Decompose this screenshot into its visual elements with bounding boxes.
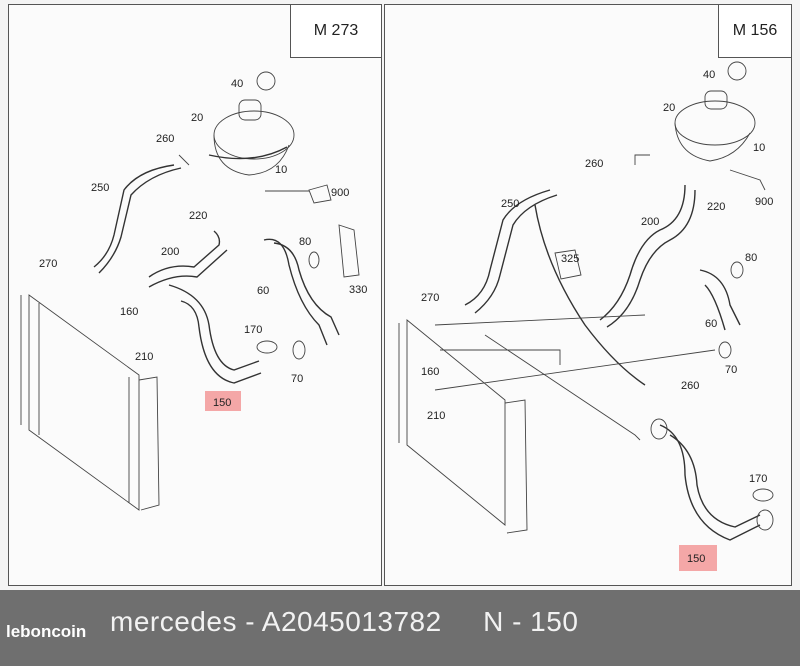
callout-200: 200 [161,246,179,258]
panel-m156: M 156 [384,4,792,586]
hose-200 [148,230,221,278]
callout-210: 210 [135,351,153,363]
callout-325: 325 [561,253,579,265]
callout-220: 220 [189,210,207,222]
hose-150 [168,284,260,371]
callout-250: 250 [91,182,109,194]
callout-170: 170 [749,473,767,485]
callout-60: 60 [257,285,269,297]
callout-160: 160 [421,366,439,378]
callout-260-lower: 260 [681,380,699,392]
callout-260: 260 [156,133,174,145]
highlight-box-150 [679,545,717,571]
diagram-m273-drawing: 40 20 260 10 250 900 220 80 270 200 330 … [20,71,367,511]
callout-150-highlighted: 150 [213,397,231,409]
callout-70: 70 [291,373,303,385]
callout-200: 200 [641,216,659,228]
radiator [20,294,160,511]
diagram-m156-drawing: 40 20 10 260 900 250 220 200 325 80 270 … [398,61,774,571]
callout-150-highlighted: 150 [687,553,705,565]
callout-330: 330 [349,284,367,296]
radiator [398,319,528,534]
callout-20: 20 [191,112,203,124]
parts-diagram: M 273 [0,0,800,590]
callout-900: 900 [755,196,773,208]
expansion-tank [208,71,295,176]
callout-270: 270 [421,292,439,304]
callout-40: 40 [231,78,243,90]
callout-900: 900 [331,187,349,199]
hose-60 [699,269,741,326]
callout-210: 210 [427,410,445,422]
callout-160: 160 [120,306,138,318]
callout-40: 40 [703,69,715,81]
hose-150 [659,424,761,541]
hose-250 [93,164,175,268]
brand-watermark: leboncoin [6,622,87,641]
callout-270: 270 [39,258,57,270]
callout-250: 250 [501,198,519,210]
hose-250 [464,189,551,306]
hose-200 [599,184,686,321]
callout-10: 10 [753,142,765,154]
callout-80: 80 [299,236,311,248]
hose-60 [263,238,328,346]
callout-170: 170 [244,324,262,336]
callout-260: 260 [585,158,603,170]
caption-bar: leboncoin mercedes - A2045013782 N - 150 [0,590,800,666]
expansion-tank [674,61,756,162]
callout-70: 70 [725,364,737,376]
callout-80: 80 [745,252,757,264]
panel-m273: M 273 [8,4,382,586]
model-label-m156: M 156 [718,5,791,58]
callout-60: 60 [705,318,717,330]
callout-10: 10 [275,164,287,176]
highlight-box-150 [205,391,241,411]
model-label-m273: M 273 [290,5,381,58]
part-caption: mercedes - A2045013782 N - 150 [110,606,579,637]
callout-220: 220 [707,201,725,213]
callout-20: 20 [663,102,675,114]
